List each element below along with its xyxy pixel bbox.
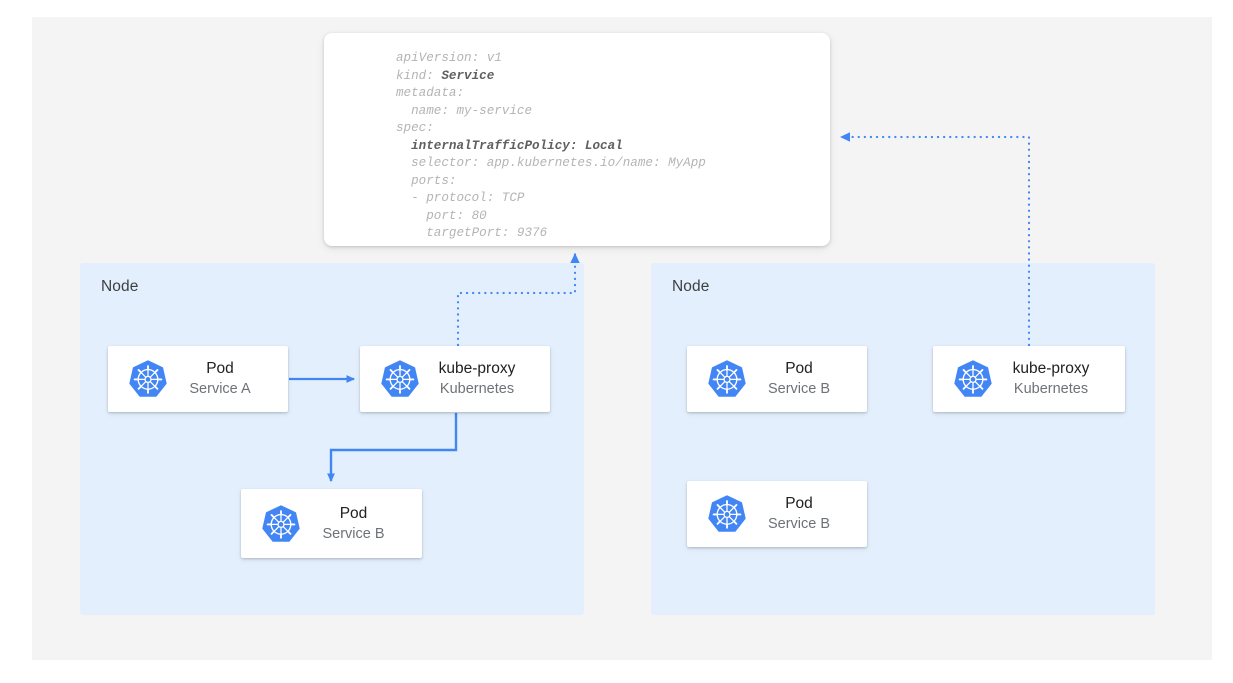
node-container-right: Node: [651, 263, 1155, 615]
card-text: Pod Service B: [747, 359, 867, 399]
kubernetes-logo-icon: [707, 359, 747, 399]
card-subtitle: Service A: [189, 381, 251, 397]
card-pod-service-a[interactable]: Pod Service A: [108, 346, 288, 412]
card-title: kube-proxy: [438, 360, 516, 377]
card-title: Pod: [785, 360, 813, 377]
card-text: kube-proxy Kubernetes: [993, 359, 1125, 399]
card-text: Pod Service B: [301, 504, 422, 544]
card-subtitle: Service B: [767, 381, 831, 397]
kubernetes-logo-icon: [707, 494, 747, 534]
kubernetes-logo-icon: [128, 359, 168, 399]
node-label-left: Node: [101, 278, 139, 295]
card-title: Pod: [206, 360, 234, 377]
service-manifest-code: apiVersion: v1 kind: Service metadata: n…: [396, 51, 706, 240]
card-pod-service-b-right-top[interactable]: Pod Service B: [687, 346, 867, 412]
node-label-right: Node: [672, 278, 710, 295]
card-text: kube-proxy Kubernetes: [420, 359, 550, 399]
node-container-left: Node: [80, 263, 584, 615]
card-title: kube-proxy: [1012, 360, 1090, 377]
card-subtitle: Kubernetes: [1013, 381, 1089, 397]
card-pod-service-b-left[interactable]: Pod Service B: [241, 489, 422, 558]
card-kube-proxy-left[interactable]: kube-proxy Kubernetes: [360, 346, 550, 412]
card-pod-service-b-right-bottom[interactable]: Pod Service B: [687, 481, 867, 547]
card-subtitle: Service B: [322, 525, 385, 542]
card-text: Pod Service A: [168, 359, 288, 399]
card-subtitle: Kubernetes: [439, 381, 515, 397]
card-kube-proxy-right[interactable]: kube-proxy Kubernetes: [933, 346, 1125, 412]
kubernetes-logo-icon: [380, 359, 420, 399]
service-manifest-panel: apiVersion: v1 kind: Service metadata: n…: [324, 33, 830, 246]
kubernetes-logo-icon: [953, 359, 993, 399]
card-subtitle: Service B: [767, 516, 831, 532]
card-text: Pod Service B: [747, 494, 867, 534]
card-title: Pod: [785, 495, 813, 512]
kubernetes-logo-icon: [261, 504, 301, 544]
card-title: Pod: [339, 504, 368, 522]
